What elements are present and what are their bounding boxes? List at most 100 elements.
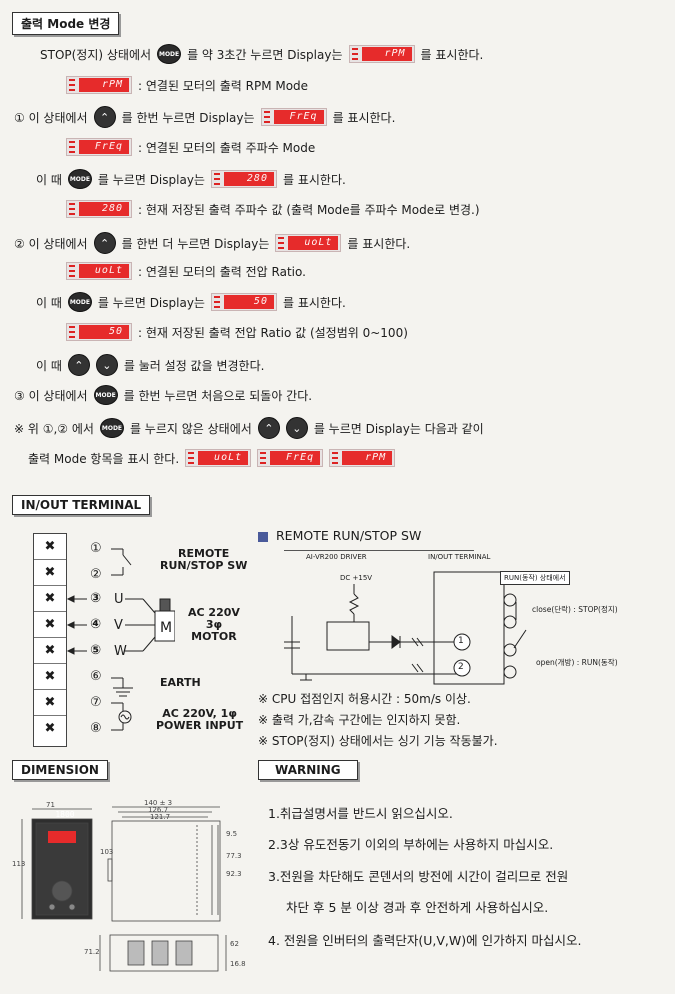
lcd-text: uoLt [288,236,339,250]
lcd-text: 50 [223,295,274,309]
intro-text-pre: STOP(정지) 상태에서 [40,47,152,62]
warning-item-2: 2.3상 유도전동기 이외의 부하에는 사용하지 마십시오. [268,837,554,852]
note-text-mid: 를 누르지 않은 상태에서 [129,421,252,436]
terminal-screw: ✖ [34,612,66,638]
lcd-text: uoLt [79,264,129,278]
volt-desc-line: uoLt : 연결된 모터의 출력 전압 Ratio. [66,262,306,280]
display-volt: uoLt [66,262,132,280]
intro-text-mid: 를 약 3초간 누르면 Display는 [187,47,343,62]
remote-note-1: ※ CPU 접점인지 허용시간 : 50m/s 이상. [258,692,471,706]
dim-77-3: 77.3 [226,852,242,860]
terminal-num-2: ② [90,567,102,582]
terminal-letter-v: V [114,618,123,633]
motor-box-label: M [160,620,173,636]
dim-126-7: 126.7 [148,806,169,814]
adjust-text-post: 를 눌러 설정 값을 변경한다. [123,358,265,373]
remote-circuit-drawing [284,571,505,685]
lcd-text: rPM [79,78,129,92]
remote-switch-label: REMOTE RUN/STOP SW [160,548,247,572]
terminal-num-8: ⑧ [90,721,102,736]
note-line: ※ 위 ①,② 에서 MODE 를 누르지 않은 상태에서 ⌃ ⌄ 를 누르면 … [14,417,484,439]
lcd-text: uoLt [198,451,249,465]
display-freq: FrEq [260,108,327,126]
display-freq: FrEq [66,138,132,156]
terminal-letter-u: U [114,592,124,607]
display-volt: uoLt [275,234,342,252]
step3-text-pre: ③ 이 상태에서 [14,388,88,403]
adjust-line: 이 때 ⌃ ⌄ 를 눌러 설정 값을 변경한다. [36,354,264,376]
step1-line: ① 이 상태에서 ⌃ 를 한번 누르면 Display는 FrEq 를 표시한다… [14,106,395,128]
mode-button-icon: MODE [67,292,92,312]
lcd-text: rPM [342,451,393,465]
freq-val-desc-text: : 현재 저장된 출력 주파수 값 (출력 Mode를 주파수 Mode로 변경… [138,202,480,217]
dimension-section-title: DIMENSION [12,760,108,780]
display-280: 280 [210,170,277,188]
display-280: 280 [66,200,132,218]
warning-item-3-cont: 차단 후 5 분 이상 경과 후 안전하게 사용하십시오. [286,900,549,915]
up-arrow-icon: ⌃ [67,354,90,376]
freq-desc-text: : 연결된 모터의 출력 주파수 Mode [138,140,316,155]
freq-val-desc-line: 280 : 현재 저장된 출력 주파수 값 (출력 Mode를 주파수 Mode… [66,200,480,218]
remote-terminal-1: 1 [458,636,464,646]
dim-71: 71 [46,801,55,809]
step1-text-mid: 를 한번 누르면 Display는 [121,110,255,125]
lcd-text: rPM [361,47,412,61]
intro-text-post: 를 표시한다. [420,47,484,62]
terminal-strip: ✖ ✖ ✖ ✖ ✖ ✖ ✖ ✖ [33,533,67,747]
volt-val-desc-text: : 현재 저장된 출력 전압 Ratio 값 (설정범위 0~100) [138,325,408,340]
display-50: 50 [210,293,277,311]
dim-140: 140 ± 3 [144,799,173,807]
display-rpm: rPM [66,76,132,94]
press-mode-line-1: 이 때 MODE 를 누르면 Display는 280 를 표시한다. [36,169,346,189]
step2-text-post: 를 표시한다. [347,236,411,251]
remote-title-marker [258,532,268,542]
run-state-box: RUN(동작) 상태에서 [500,571,570,585]
display-50: 50 [66,323,132,341]
adjust-text-pre: 이 때 [36,358,62,373]
dim-92-3: 92.3 [226,870,242,878]
down-arrow-icon: ⌄ [95,354,118,376]
freq-desc-line: FrEq : 연결된 모터의 출력 주파수 Mode [66,138,315,156]
dim-16-8: 16.8 [230,960,246,968]
mode-button-icon: MODE [157,44,182,64]
power-input-label: AC 220V, 1φ POWER INPUT [156,708,243,732]
step2-line: ② 이 상태에서 ⌃ 를 한번 더 누르면 Display는 uoLt 를 표시… [14,232,410,254]
up-arrow-icon: ⌃ [257,417,280,439]
press-text-pre: 이 때 [36,172,62,187]
warning-item-4: 4. 전원을 인버터의 출력단자(U,V,W)에 인가하지 마십시오. [268,933,582,948]
remote-note-3: ※ STOP(정지) 상태에서는 싱기 기능 작동불가. [258,734,498,748]
step3-text-post: 를 한번 누르면 처음으로 되돌아 간다. [123,388,313,403]
terminal-screw: ✖ [34,534,66,560]
power-label-line1: AC 220V, 1φ [162,707,237,720]
rpm-desc-line: rPM : 연결된 모터의 출력 RPM Mode [66,76,308,94]
step2-text-pre: ② 이 상태에서 [14,236,88,251]
power-label-line2: POWER INPUT [156,719,244,732]
terminal-num-5: ⑤ [90,643,102,658]
press-text-post: 를 표시한다. [282,295,346,310]
down-arrow-icon: ⌄ [285,417,308,439]
terminal-wiring-drawing [66,548,175,731]
press-text-mid: 를 누르면 Display는 [97,295,205,310]
close-state-label: close(단락) : STOP(정지) [532,605,618,614]
dim-71-2: 71.2 [84,948,100,956]
intro-line: STOP(정지) 상태에서 MODE 를 약 3초간 누르면 Display는 … [40,44,483,64]
motor-label-line1: AC 220V [188,606,240,619]
driver-label: AI-VR200 DRIVER [306,553,367,561]
terminal-num-3: ③ [90,591,102,606]
terminal-screw: ✖ [34,638,66,664]
dim-62: 62 [230,940,239,948]
warning-item-1: 1.취급설명서를 반드시 읽으십시오. [268,806,453,821]
warning-section-title: WARNING [258,760,358,780]
note-text-pre: ※ 위 ①,② 에서 [14,421,94,436]
terminal-screw: ✖ [34,664,66,690]
run-state-switches-drawing [503,593,527,679]
volt-val-desc-line: 50 : 현재 저장된 출력 전압 Ratio 값 (설정범위 0~100) [66,323,408,341]
remote-title-rule [284,550,474,551]
note-line2-text: 출력 Mode 항목을 표시 한다. [28,451,180,466]
motor-label-line3: MOTOR [191,630,237,643]
remote-note-2: ※ 출력 가,감속 구간에는 인지하지 못함. [258,713,461,727]
terminal-letter-w: W [114,644,127,659]
up-arrow-icon: ⌃ [93,232,116,254]
mode-section-title: 출력 Mode 변경 [12,12,120,35]
step3-line: ③ 이 상태에서 MODE 를 한번 누르면 처음으로 되돌아 간다. [14,385,312,405]
